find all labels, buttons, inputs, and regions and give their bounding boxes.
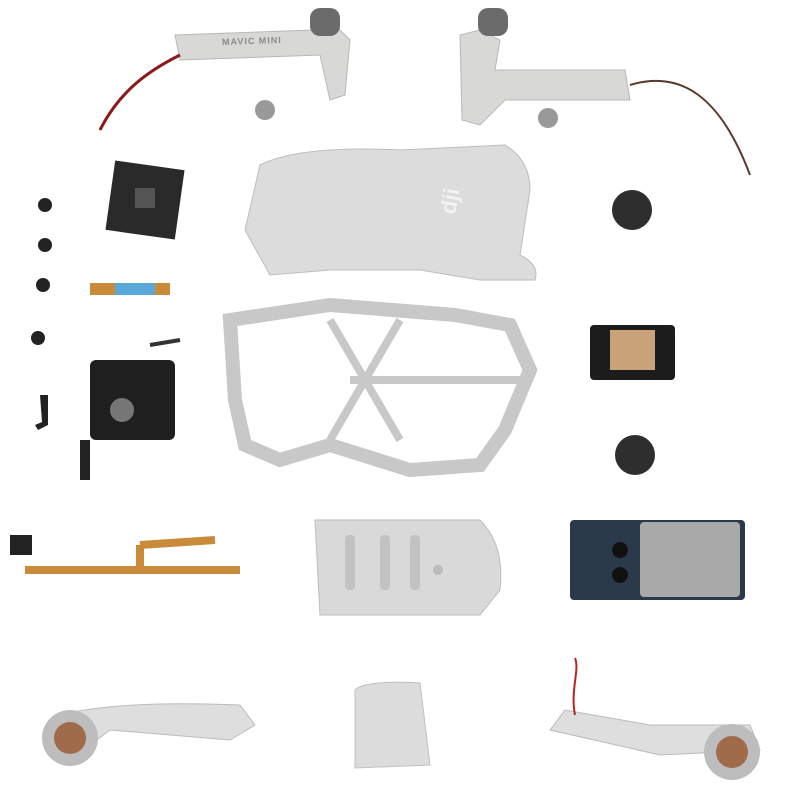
gimbal-flex-cable xyxy=(10,535,240,574)
gimbal-camera xyxy=(80,338,181,480)
chip xyxy=(135,188,155,208)
front-right-arm xyxy=(459,8,751,176)
motor-screw xyxy=(255,100,275,120)
screws xyxy=(31,198,52,430)
gps-module xyxy=(590,325,675,380)
rear-left-arm xyxy=(42,703,256,766)
motor-screw xyxy=(538,108,558,128)
middle-frame xyxy=(222,297,538,478)
motor-cap xyxy=(615,435,655,475)
motor-cap xyxy=(612,190,652,230)
svg-text:dji: dji xyxy=(435,186,464,216)
front-left-arm xyxy=(98,8,351,131)
arm-label: MAVIC MINI xyxy=(221,34,283,48)
rear-right-arm xyxy=(549,657,761,780)
top-shell: dji xyxy=(244,144,537,281)
main-board xyxy=(570,520,745,600)
flex-cable-stiffener xyxy=(115,283,155,295)
battery-cover xyxy=(354,681,431,769)
bottom-shell xyxy=(314,519,502,616)
